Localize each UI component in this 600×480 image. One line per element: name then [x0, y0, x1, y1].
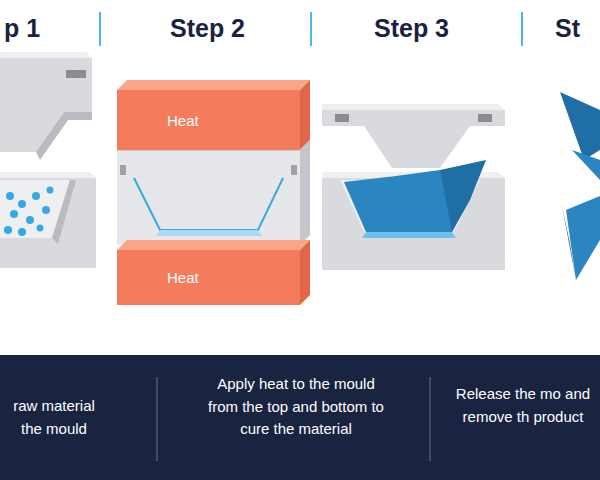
closed-mould [117, 80, 310, 305]
released-mould [322, 104, 505, 270]
step-divider [100, 12, 522, 46]
step-heading: Step 3 [374, 14, 449, 43]
step-heading: Step 2 [170, 14, 245, 43]
heat-plate: Heat [117, 250, 300, 305]
moulded-product [344, 160, 486, 238]
step-caption: raw material the mould [4, 395, 104, 440]
raw-material-pellets [4, 187, 54, 237]
step-heading: St [555, 14, 580, 43]
step-heading: p 1 [4, 14, 40, 43]
heat-label: Heat [167, 269, 199, 286]
step-caption: Release the mo and remove th product [454, 383, 592, 428]
heat-label: Heat [167, 112, 199, 129]
step-caption: Apply heat to the mould from the top and… [206, 373, 386, 441]
caption-band: raw material the mould Apply heat to the … [0, 355, 600, 480]
heat-plate: Heat [117, 90, 300, 150]
open-mould [0, 52, 96, 268]
finished-product [560, 92, 600, 280]
